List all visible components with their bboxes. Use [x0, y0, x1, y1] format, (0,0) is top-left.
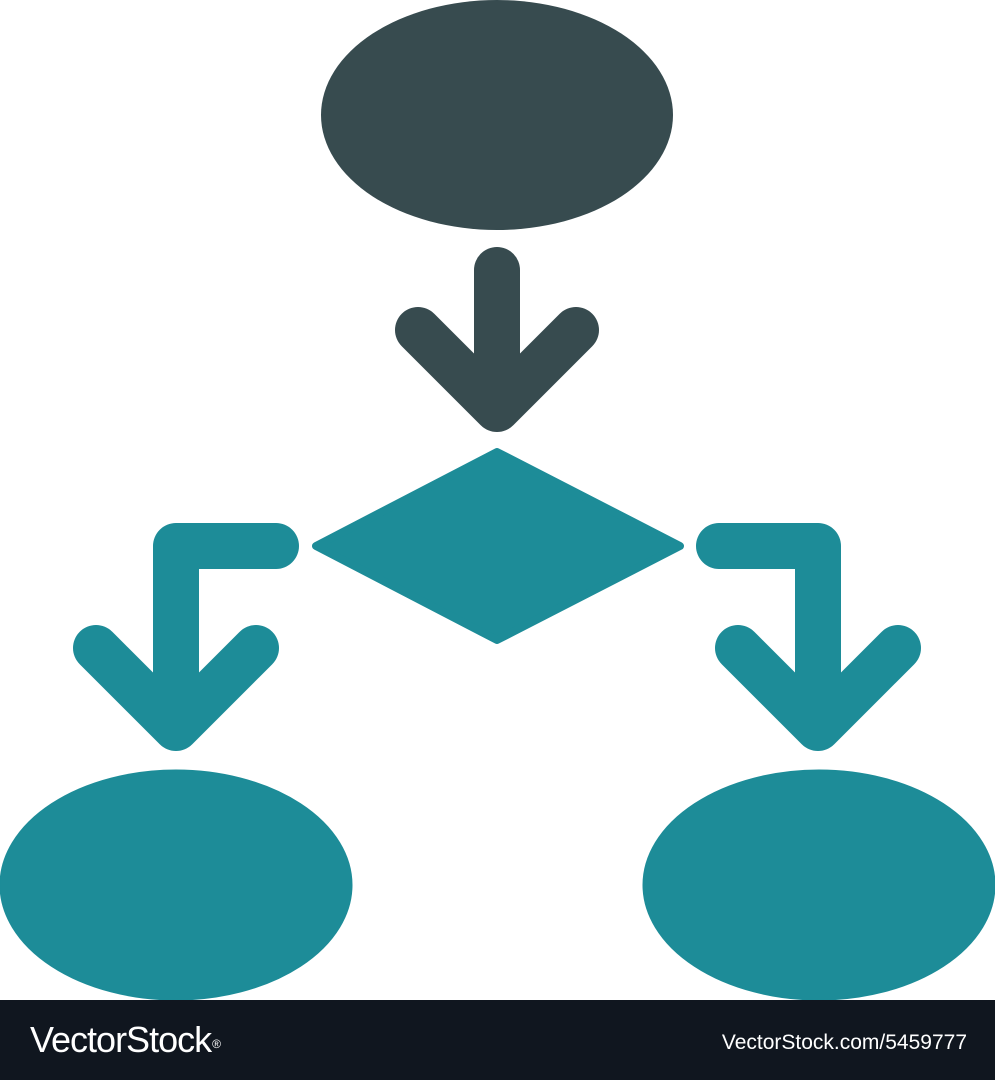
- branch-left-node: [0, 769, 353, 1000]
- decision-node: [312, 448, 684, 644]
- watermark-bar: VectorStock® VectorStock.com/5459777: [0, 1000, 995, 1080]
- image-id-text: VectorStock.com/5459777: [721, 1031, 967, 1054]
- vectorstock-logo: VectorStock®: [30, 1018, 221, 1062]
- registered-mark: ®: [212, 1037, 221, 1051]
- logo-text: VectorStock: [30, 1019, 212, 1060]
- arrow-down-icon: [395, 247, 599, 432]
- arrow-branch-right-icon: [696, 523, 921, 751]
- branch-right-node: [642, 769, 995, 1000]
- start-node: [321, 0, 673, 230]
- arrow-branch-left-icon: [73, 523, 299, 751]
- flowchart-icon: [0, 0, 995, 1000]
